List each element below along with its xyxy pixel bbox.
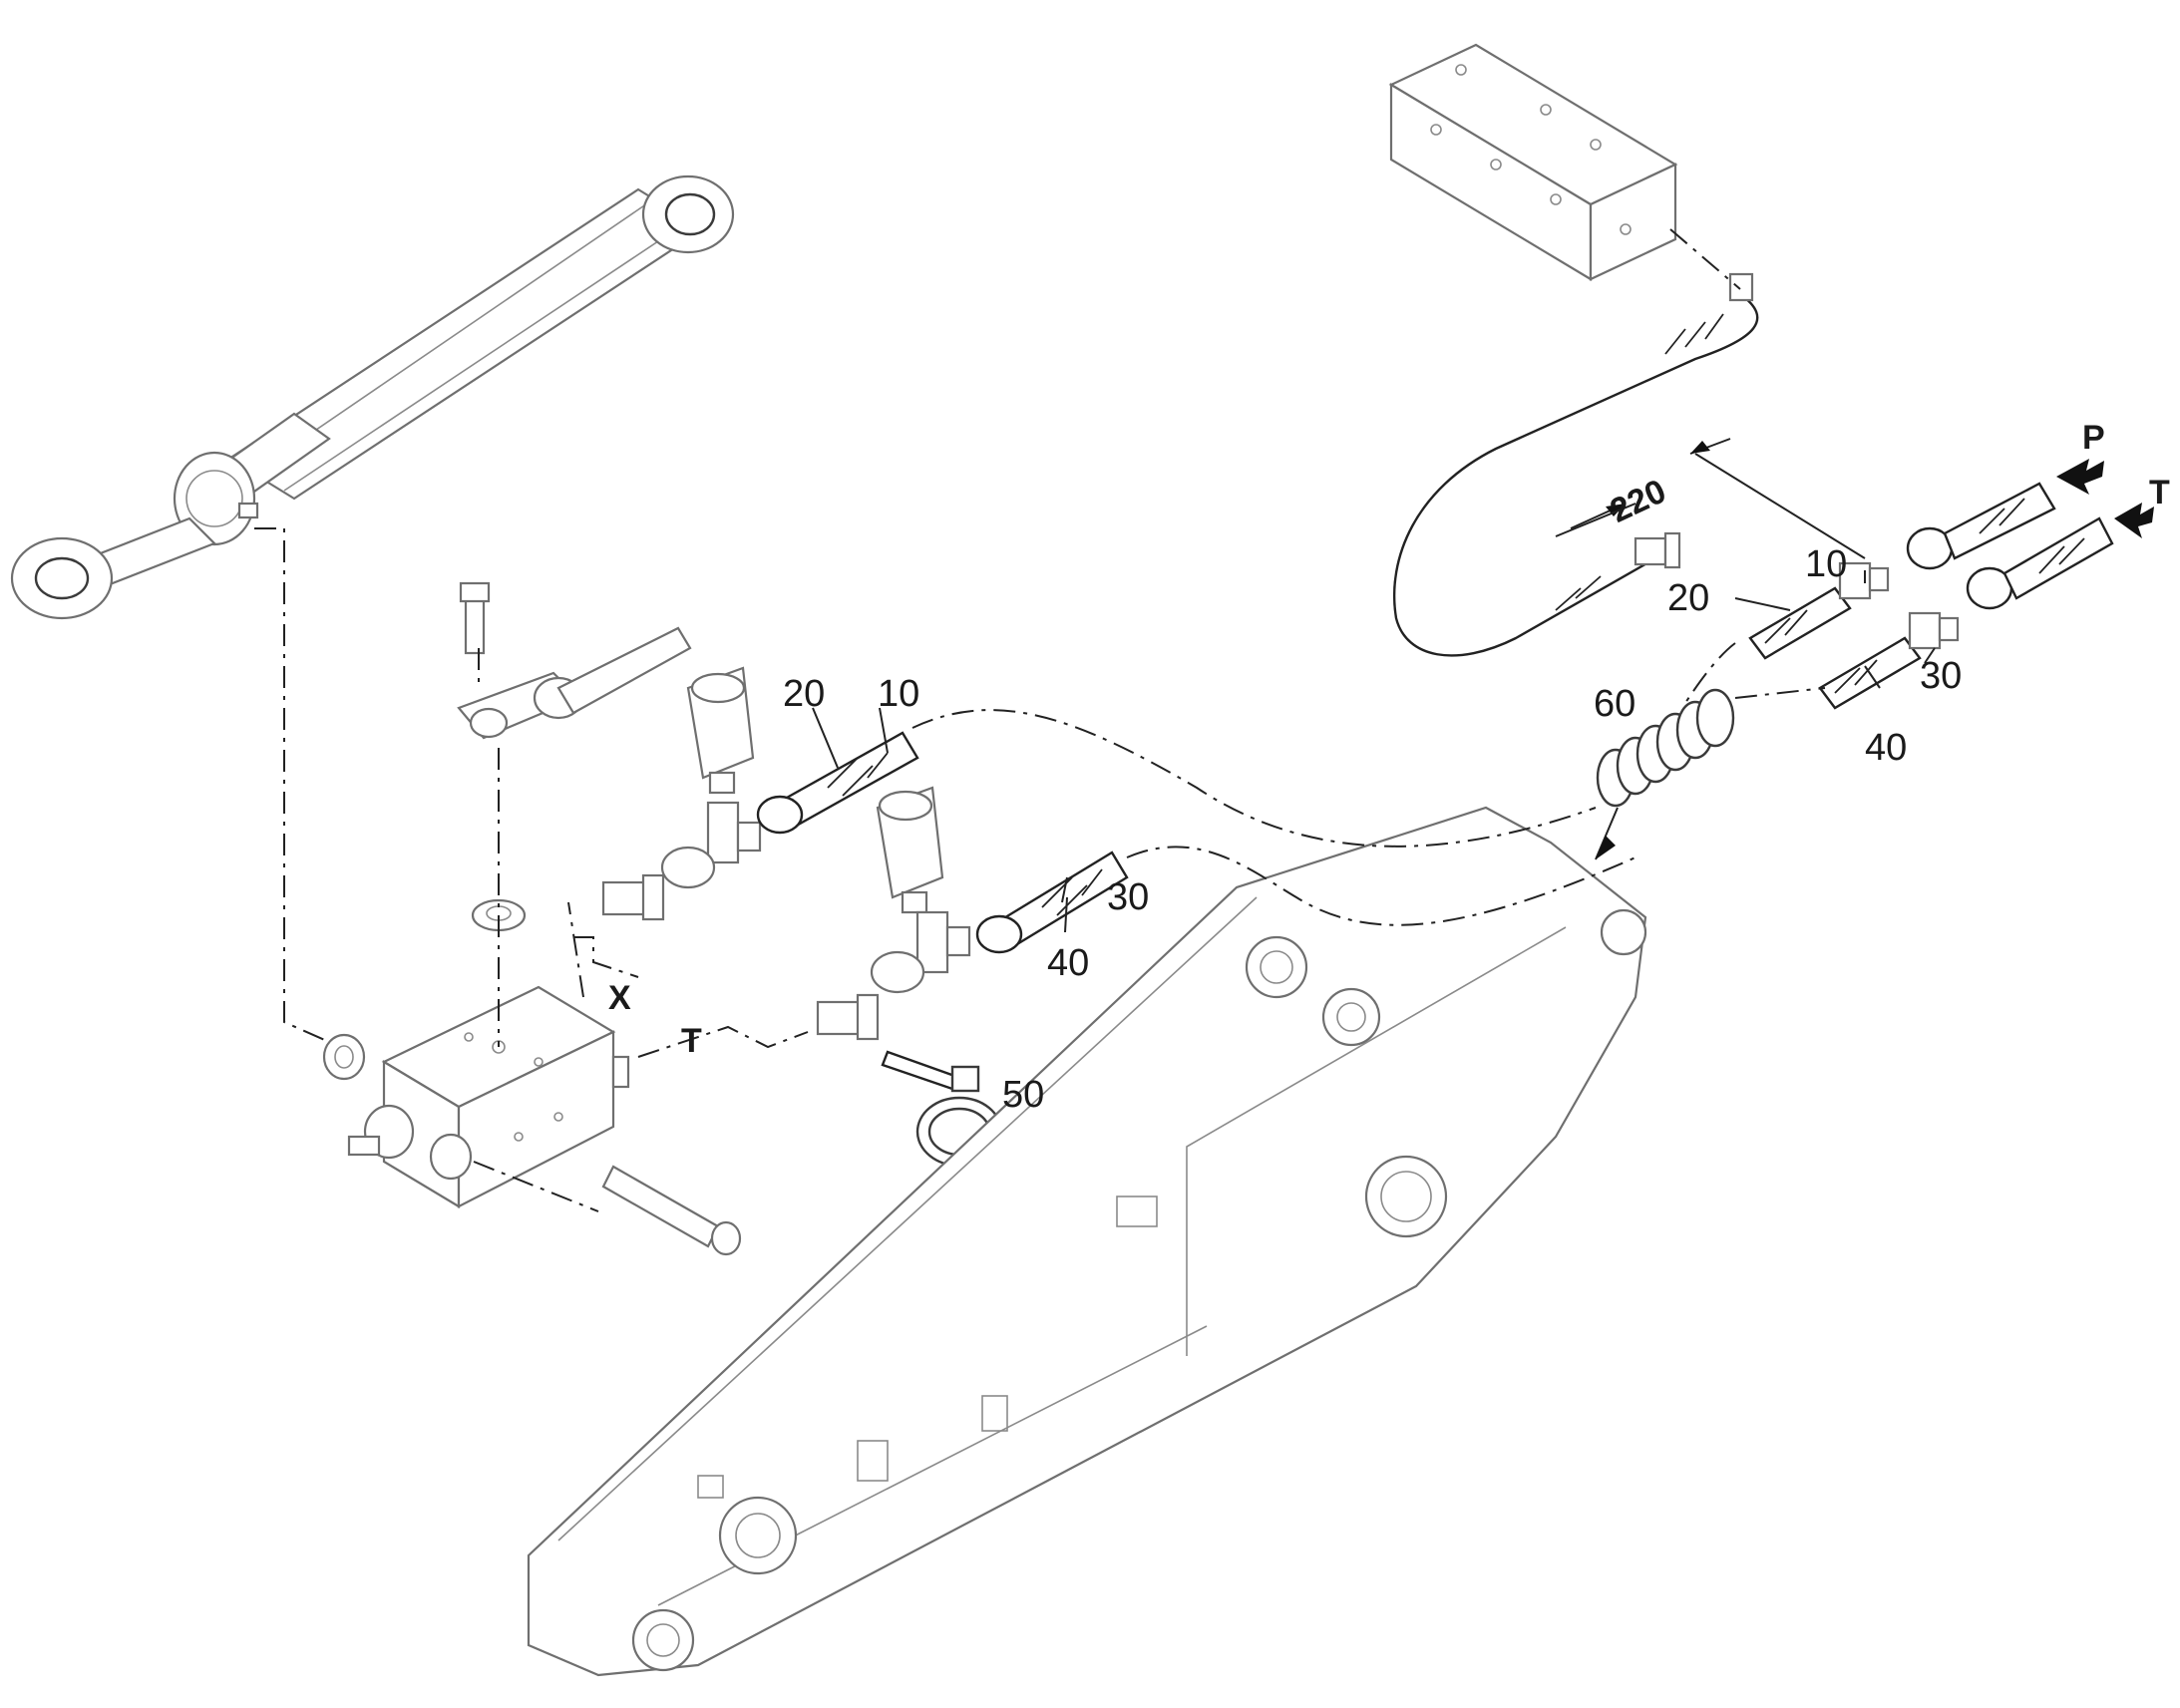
flange-elbow — [457, 626, 692, 740]
label-item-50: 50 — [1002, 1074, 1044, 1116]
flange-bolt — [459, 581, 491, 655]
washer — [322, 1033, 366, 1081]
hose-assembly-10-20-right — [1748, 561, 1890, 660]
label-item-40-right: 40 — [1865, 727, 1907, 769]
label-item-30-right: 30 — [1920, 655, 1962, 697]
label-item-20-right: 20 — [1667, 577, 1709, 619]
long-bolt — [601, 1165, 742, 1256]
spring-guard — [1596, 688, 1735, 808]
label-item-10-right: 10 — [1805, 543, 1847, 585]
label-port-x: X — [608, 979, 631, 1017]
tee-fitting-upper — [660, 801, 762, 889]
label-item-60: 60 — [1594, 683, 1635, 725]
label-port-t-block: T — [681, 1022, 702, 1060]
label-item-30-left: 30 — [1107, 876, 1149, 918]
label-port-p: P — [2082, 419, 2105, 457]
label-item-20-left: 20 — [783, 673, 825, 715]
arrow-p — [2056, 459, 2104, 495]
u-hose — [1392, 272, 1759, 657]
label-port-t-right: T — [2149, 474, 2170, 512]
excavator-boom — [527, 806, 1647, 1677]
adapter-upper — [601, 873, 665, 921]
manifold-block — [1388, 43, 1678, 281]
label-item-10-left: 10 — [878, 673, 919, 715]
arrow-t — [2114, 503, 2154, 538]
hose-p — [1906, 482, 2056, 570]
valve-block — [347, 985, 630, 1208]
hose-assembly-30-40-left — [975, 851, 1129, 954]
tee-fitting-lower — [870, 910, 971, 994]
hose-assembly-10-20-left — [756, 731, 919, 835]
test-coupling-upper — [686, 666, 755, 795]
hydraulic-cylinder — [10, 174, 735, 620]
leader-lines — [812, 438, 1936, 933]
hose-t — [1966, 516, 2114, 610]
adapter-lower — [816, 993, 880, 1041]
test-coupling-lower — [876, 786, 944, 914]
label-item-40-left: 40 — [1047, 942, 1089, 984]
connection-lines — [254, 228, 1826, 1212]
